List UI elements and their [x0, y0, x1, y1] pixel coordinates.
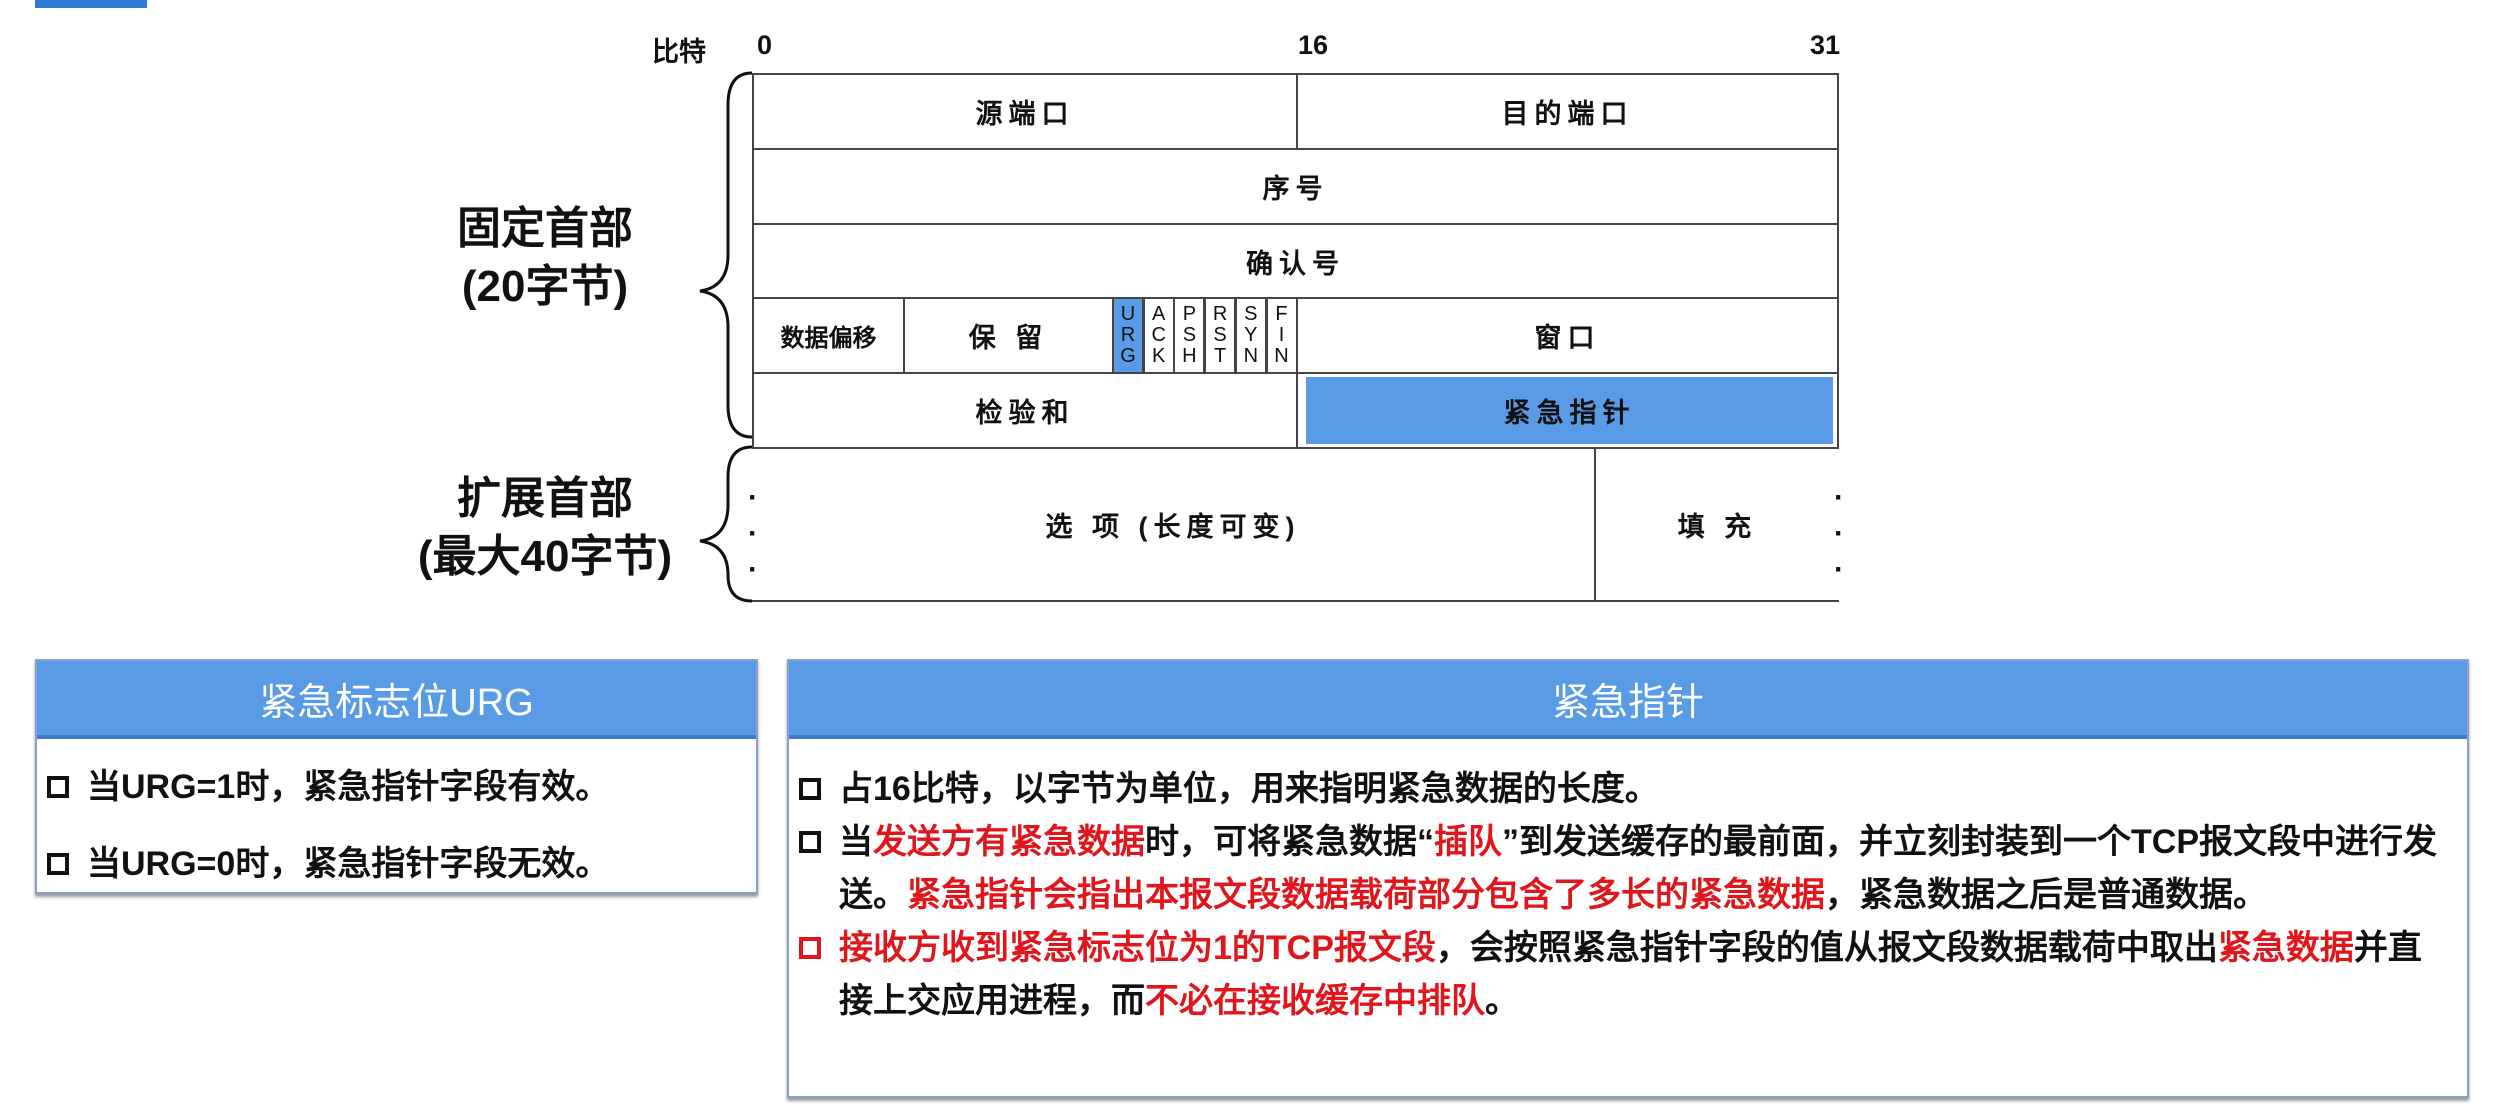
flag-letter: S	[1213, 324, 1227, 346]
bit-0: 0	[757, 30, 773, 60]
bit-axis-label: 比特	[652, 37, 706, 67]
urg-flag-box: 紧急标志位URG 当URG=1时，紧急指针字段有效。 当URG=0时，紧急指针字…	[35, 659, 758, 894]
flag-letter: F	[1275, 303, 1288, 325]
fixed-header-title: 固定首部	[457, 204, 633, 253]
flag-letter: S	[1244, 303, 1258, 325]
flag-letter: P	[1182, 303, 1197, 325]
field-padding: 填 充	[1594, 447, 1839, 602]
square-bullet-icon	[799, 831, 821, 853]
fixed-header-label: 固定首部 (20字节)	[415, 200, 675, 316]
flag-letter: A	[1152, 303, 1166, 325]
flag-letter: N	[1274, 345, 1289, 367]
field-urgent-ptr: 紧急指针	[1296, 372, 1839, 449]
text: 时，可将紧急数据“	[1145, 823, 1434, 861]
list-item: 占16比特，以字节为单位，用来指明紧急数据的长度。	[789, 763, 2447, 816]
flag-letter: G	[1120, 345, 1136, 367]
square-bullet-icon	[47, 853, 69, 875]
flag-letter: R	[1120, 324, 1136, 346]
flag-letter: R	[1212, 303, 1228, 325]
fixed-header-size: (20字节)	[461, 262, 629, 311]
fixed-brace	[699, 71, 753, 439]
square-bullet-icon	[799, 937, 821, 959]
urgent-ptr-highlight: 紧急指针	[1306, 377, 1833, 444]
padding-right-dots: ···	[1834, 481, 1844, 586]
flag-letter: T	[1213, 345, 1227, 367]
urg-flag-box-title: 紧急标志位URG	[37, 661, 756, 739]
ext-header-title: 扩展首部	[457, 474, 633, 523]
urgent-pointer-box: 紧急指针 占16比特，以字节为单位，用来指明紧急数据的长度。 当发送方有紧急数据…	[787, 659, 2469, 1098]
list-item: 接收方收到紧急标志位为1的TCP报文段，会按照紧急指针字段的值从报文段数据载荷中…	[789, 922, 2447, 1028]
bit-16: 16	[1298, 30, 1329, 60]
emphasis-text: 紧急数据	[2217, 929, 2354, 967]
square-bullet-icon	[47, 776, 69, 798]
text: 当	[839, 823, 873, 861]
flag-letter: I	[1278, 324, 1285, 346]
ext-brace	[699, 445, 753, 603]
slide-accent-bar	[35, 0, 147, 8]
text: ，紧急数据之后是普通数据。	[1825, 876, 2267, 914]
emphasis-text: 发送方有紧急数据	[873, 823, 1145, 861]
list-item: 当发送方有紧急数据时，可将紧急数据“插队”到发送缓存的最前面，并立刻封装到一个T…	[789, 816, 2447, 922]
flag-letter: K	[1152, 345, 1166, 367]
item-text: 当URG=1时，紧急指针字段有效。	[87, 768, 610, 806]
field-reserved: 保 留	[903, 297, 1114, 374]
emphasis-text: 不必在接收缓存中排队	[1145, 982, 1485, 1020]
flag-letter: H	[1182, 345, 1197, 367]
text: ”到发送缓存的最前面，并立刻封装到一个TCP报文段中进行发送。	[839, 823, 2437, 914]
field-options: 选 项 (长度可变)	[752, 447, 1596, 602]
text: ，会按照紧急指针字段的值从报文段数据载荷中取出	[1435, 929, 2218, 967]
item-text: 当URG=0时，紧急指针字段无效。	[87, 845, 610, 883]
list-item: 当URG=0时，紧急指针字段无效。	[37, 838, 756, 891]
field-dst-port: 目的端口	[1296, 73, 1839, 150]
urgent-pointer-box-title: 紧急指针	[789, 661, 2467, 739]
field-seq: 序号	[752, 148, 1839, 225]
flag-letter: S	[1182, 324, 1197, 346]
flag-letter: U	[1120, 303, 1136, 325]
options-left-dots: ···	[748, 481, 758, 586]
field-window: 窗口	[1296, 297, 1839, 374]
field-src-port: 源端口	[752, 73, 1298, 150]
square-bullet-icon	[799, 778, 821, 800]
bit-31: 31	[1810, 30, 1841, 60]
field-ack: 确认号	[752, 223, 1839, 299]
emphasis-text: 紧急指针会指出本报文段数据载荷部分包含了多长的紧急数据	[907, 876, 1825, 914]
flag-letter: C	[1151, 324, 1166, 346]
text: 并直接上交应用进程，而	[839, 929, 2422, 1020]
flag-letter: N	[1243, 345, 1259, 367]
field-offset: 数据偏移	[752, 297, 905, 374]
emphasis-text: 插队	[1434, 823, 1502, 861]
flag-letter: Y	[1244, 324, 1258, 346]
braces	[699, 71, 753, 603]
list-item: 当URG=1时，紧急指针字段有效。	[37, 761, 756, 814]
emphasis-text: 接收方收到紧急标志位为1的TCP报文段	[839, 929, 1436, 967]
ext-header-size: (最大40字节)	[417, 532, 673, 581]
item-text: 占16比特，以字节为单位，用来指明紧急数据的长度。	[839, 770, 1659, 808]
ext-header-label: 扩展首部 (最大40字节)	[415, 470, 675, 586]
field-checksum: 检验和	[752, 372, 1298, 449]
text: 。	[1485, 982, 1519, 1020]
